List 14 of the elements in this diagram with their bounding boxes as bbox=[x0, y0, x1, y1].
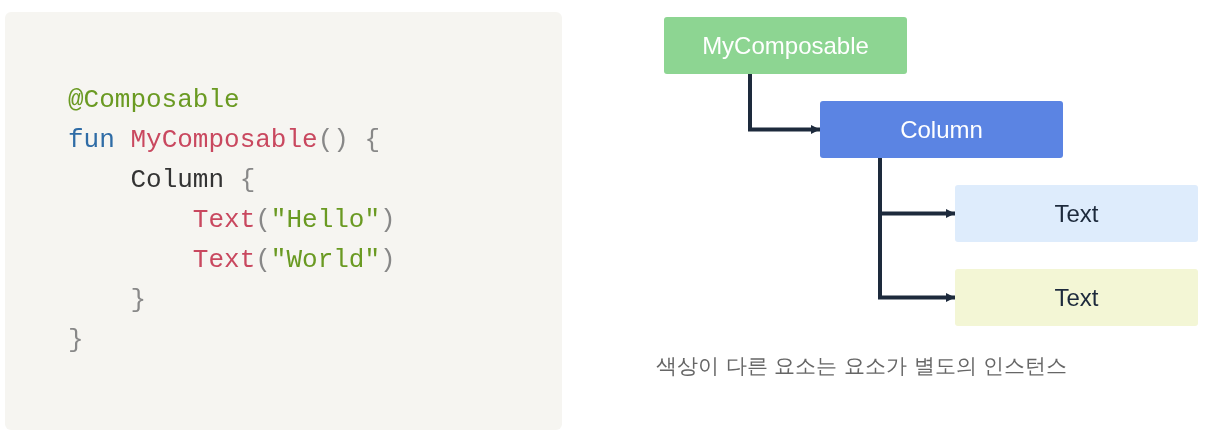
code-line: } bbox=[68, 324, 84, 356]
code-line: Text("Hello") bbox=[191, 204, 396, 236]
code-line: Text("World") bbox=[191, 244, 396, 276]
caption-note: 색상이 다른 요소는 요소가 별도의 인스턴스 bbox=[656, 353, 1068, 380]
component-box: MyComposable bbox=[664, 17, 907, 74]
code-line: fun MyComposable() { bbox=[68, 124, 381, 156]
code-line: } bbox=[129, 284, 147, 316]
arrow bbox=[878, 158, 955, 302]
code-line: @Composable bbox=[68, 84, 240, 116]
code-line: Column { bbox=[129, 164, 256, 196]
component-box: Text bbox=[955, 185, 1198, 242]
component-box: Text bbox=[955, 269, 1198, 326]
arrow bbox=[748, 74, 820, 134]
component-box: Column bbox=[820, 101, 1063, 158]
